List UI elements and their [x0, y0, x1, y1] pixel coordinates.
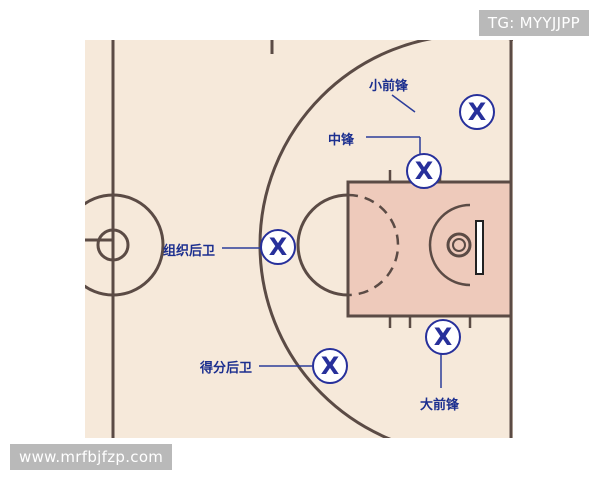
center-circle — [85, 193, 165, 297]
center-inner-circle — [96, 228, 130, 262]
rim — [446, 232, 472, 258]
player-marker-center: X — [406, 153, 442, 189]
player-marker-x: X — [321, 352, 340, 380]
player-marker-shooting-guard: X — [312, 348, 348, 384]
label-power-forward: 大前锋 — [420, 398, 460, 413]
player-marker-small-forward: X — [459, 94, 495, 130]
player-marker-x: X — [269, 233, 288, 261]
label-center: 中锋 — [328, 133, 355, 148]
label-small-forward: 小前锋 — [369, 79, 409, 94]
watermark-top: TG: MYYJJPP — [478, 10, 589, 36]
label-shooting-guard: 得分后卫 — [200, 361, 253, 376]
restricted-area-arc — [428, 203, 471, 287]
watermark-bottom: www.mrfbjfzp.com — [10, 444, 173, 470]
player-marker-power-forward: X — [425, 319, 461, 355]
backboard — [475, 220, 484, 275]
rim-net — [452, 238, 466, 252]
player-marker-x: X — [415, 157, 434, 185]
free-throw-arc — [296, 193, 349, 297]
player-marker-point-guard: X — [260, 229, 296, 265]
free-throw-dashed-arc — [347, 193, 400, 297]
player-marker-x: X — [434, 323, 453, 351]
player-marker-x: X — [468, 98, 487, 126]
three-point-arc — [258, 40, 513, 438]
label-point-guard: 组织后卫 — [163, 244, 216, 259]
pointer-line-small-forward — [391, 94, 416, 113]
